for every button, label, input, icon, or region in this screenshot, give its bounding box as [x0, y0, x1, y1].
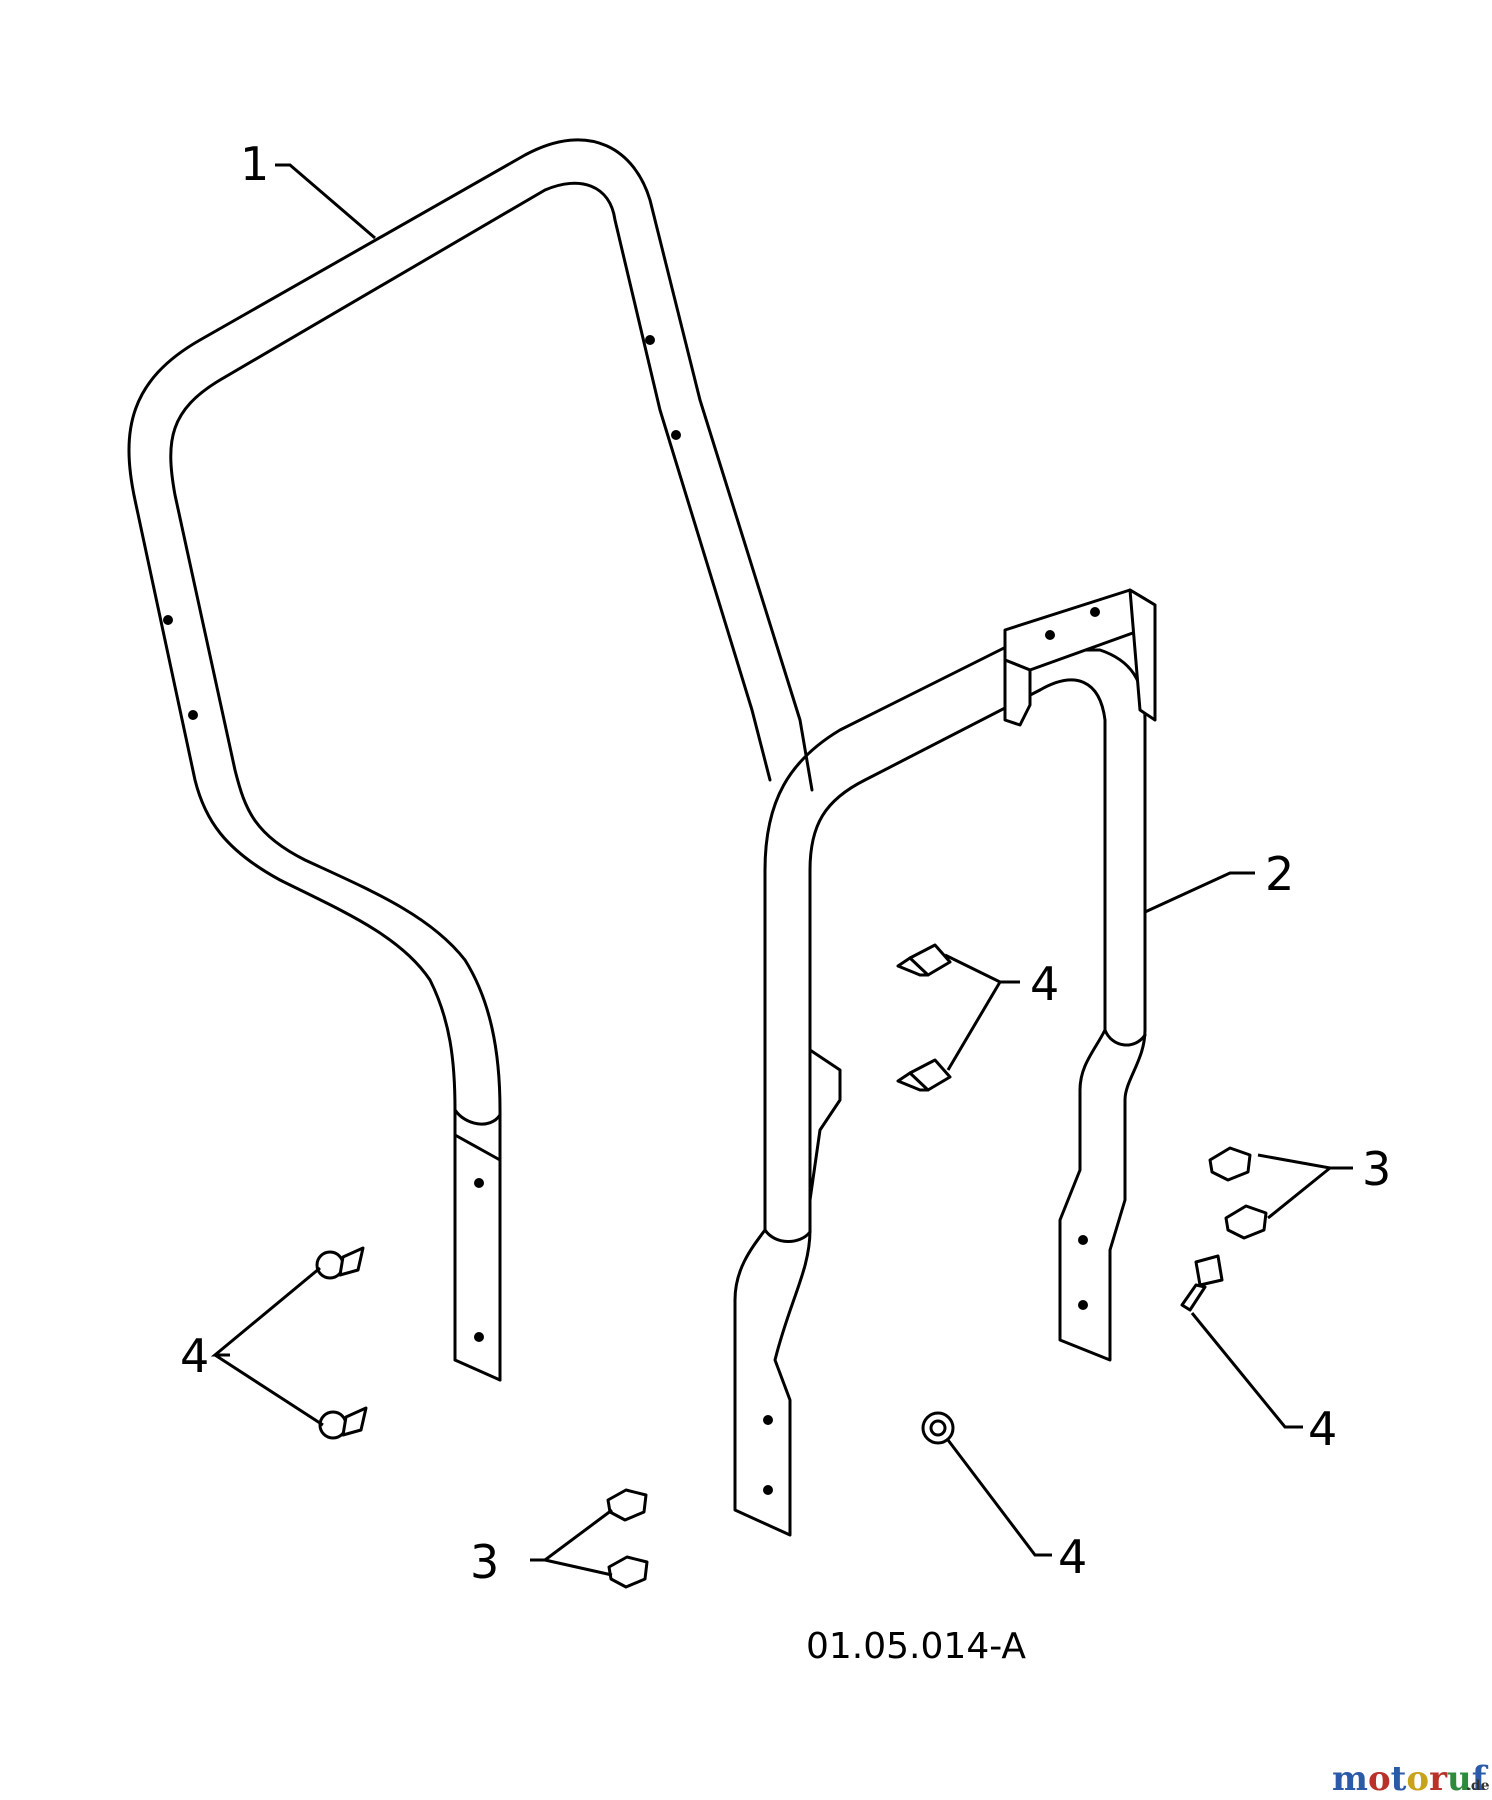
nut-pair-right	[1208, 1146, 1268, 1240]
bolt-pair-left	[315, 1246, 368, 1440]
nut-single-bottom	[921, 1411, 955, 1445]
bolt-single-right	[1180, 1254, 1224, 1312]
nut-pair-bottom	[606, 1488, 649, 1589]
bolt-pair-center	[896, 943, 952, 1092]
callout-4-center: 4	[1030, 957, 1059, 1011]
callout-3-bottom: 3	[470, 1535, 499, 1589]
callout-4-right: 4	[1308, 1402, 1337, 1456]
callout-3-right: 3	[1362, 1142, 1391, 1196]
support-frame-part-2	[733, 588, 1157, 1537]
svg-text:motoruf: motoruf	[1332, 1759, 1489, 1799]
svg-text:.de: .de	[1466, 1778, 1490, 1794]
roll-bar-hoop-part-1	[127, 138, 814, 1382]
callout-4-bottom: 4	[1058, 1530, 1087, 1584]
leader-lines	[210, 163, 1353, 1577]
callout-2: 2	[1265, 847, 1294, 901]
watermark-logo: motoruf .de	[1332, 1759, 1490, 1799]
callout-1: 1	[240, 137, 269, 191]
callout-4-left: 4	[180, 1329, 209, 1383]
drawing-number: 01.05.014-A	[806, 1626, 1026, 1667]
